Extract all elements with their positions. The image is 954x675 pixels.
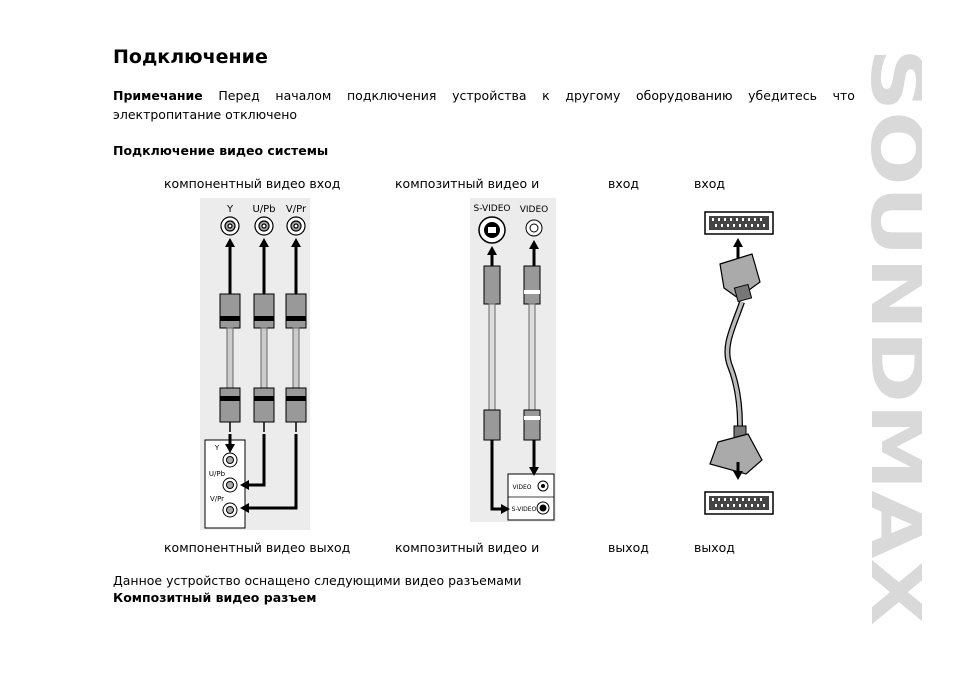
note-word: к [542, 88, 550, 103]
page-title: Подключение [113, 46, 268, 68]
note-word: оборудованию [636, 88, 733, 103]
component-cable-diagram: Y U/Pb V/Pr Y U/Pb V/Pr [200, 198, 310, 530]
scart-socket-bottom [704, 491, 774, 515]
svideo-plug-top [483, 265, 501, 305]
jack-label-svideo: S-VIDEO [474, 204, 511, 214]
note-word: другому [565, 88, 621, 103]
note-word: началом [275, 88, 332, 103]
note-paragraph: Примечание Перед началом подключения уст… [113, 86, 855, 124]
caption-component-out: компонентный видео выход [164, 540, 351, 555]
scart-plug-bottom [709, 425, 763, 475]
note-word: подключения [347, 88, 437, 103]
jack-label-vpr: V/Pr [286, 204, 307, 215]
svideo-cable-diagram: S-VIDEO VIDEO VIDEO S-VIDEO [470, 198, 556, 522]
caption-composite-in: композитный видео и [395, 176, 540, 191]
jack-label-video: VIDEO [520, 205, 549, 215]
note-line-2: электропитание отключено [113, 107, 298, 122]
panel-label-y: Y [214, 444, 220, 452]
svideo-plug-bottom [483, 409, 501, 441]
note-word: устройства [452, 88, 527, 103]
note-word: убедитесь [748, 88, 817, 103]
scart-plug-top [719, 253, 761, 303]
body-text: Данное устройство оснащено следующими ви… [113, 573, 522, 588]
note-line-1: Примечание Перед началом подключения уст… [113, 86, 855, 105]
brand-logo-text: SOUNDMAX [862, 48, 922, 626]
scart-cable-diagram [704, 211, 774, 515]
component-plug-top [219, 293, 307, 329]
note-word: Перед [218, 88, 260, 103]
video-plug-top [523, 265, 541, 305]
panel-label-upb: U/Pb [209, 470, 226, 478]
note-label: Примечание [113, 88, 203, 103]
component-plug-bottom [219, 387, 307, 423]
caption-in-1: вход [608, 176, 640, 191]
panel-label-svideo: S-VIDEO [512, 506, 537, 513]
panel-label-vpr: V/Pr [210, 495, 224, 503]
scart-socket-top [704, 211, 774, 235]
body-heading: Композитный видео разъем [113, 590, 317, 605]
section-title: Подключение видео системы [113, 143, 329, 158]
panel-label-video: VIDEO [512, 484, 531, 491]
caption-component-in: компонентный видео вход [164, 176, 341, 191]
caption-composite-out: композитный видео и [395, 540, 540, 555]
video-plug-bottom [523, 409, 541, 441]
jack-label-y: Y [226, 204, 234, 215]
note-word: что [832, 88, 855, 103]
jack-label-upb: U/Pb [252, 204, 275, 215]
brand-logo: SOUNDMAX [862, 48, 922, 626]
caption-out-2: выход [694, 540, 735, 555]
caption-in-2: вход [694, 176, 726, 191]
caption-out-1: выход [608, 540, 649, 555]
